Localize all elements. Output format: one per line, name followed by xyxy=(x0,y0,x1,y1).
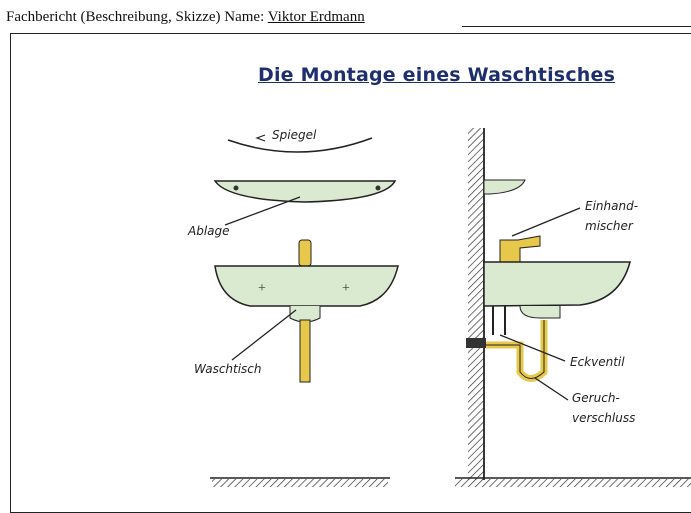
svg-text:+: + xyxy=(258,281,266,296)
basin-front xyxy=(214,265,399,307)
label-spiegel: Spiegel xyxy=(272,128,317,142)
label-geruch-1: Geruch- xyxy=(572,391,620,405)
student-name: Viktor Erdmann xyxy=(267,9,365,25)
single-lever-mixer xyxy=(499,235,541,263)
label-geruch-2: verschluss xyxy=(572,411,635,425)
sketch-title: Die Montage eines Waschtisches xyxy=(258,64,616,86)
svg-text:+: + xyxy=(342,281,350,296)
drain-pipe xyxy=(299,319,311,383)
label-waschtisch: Waschtisch xyxy=(194,362,262,376)
label-einhand-1: Einhand- xyxy=(585,199,638,213)
label-einhand-2: mischer xyxy=(585,219,634,233)
faucet-front xyxy=(298,239,312,267)
name-underline xyxy=(462,26,691,27)
report-header: Fachbericht (Beschreibung, Skizze) Name:… xyxy=(6,9,691,27)
mirror-arc xyxy=(227,137,373,153)
angle-valve xyxy=(466,338,486,348)
wall xyxy=(468,128,484,480)
basin-side xyxy=(483,261,631,307)
label-ablage: Ablage xyxy=(187,224,230,238)
shelf xyxy=(213,180,397,203)
header-label: Fachbericht (Beschreibung, Skizze) Name: xyxy=(6,9,268,25)
label-eckventil: Eckventil xyxy=(570,355,625,369)
washbasin-sketch: Spiegel Ablage + + Waschtisch Einhand- mi… xyxy=(187,128,691,487)
